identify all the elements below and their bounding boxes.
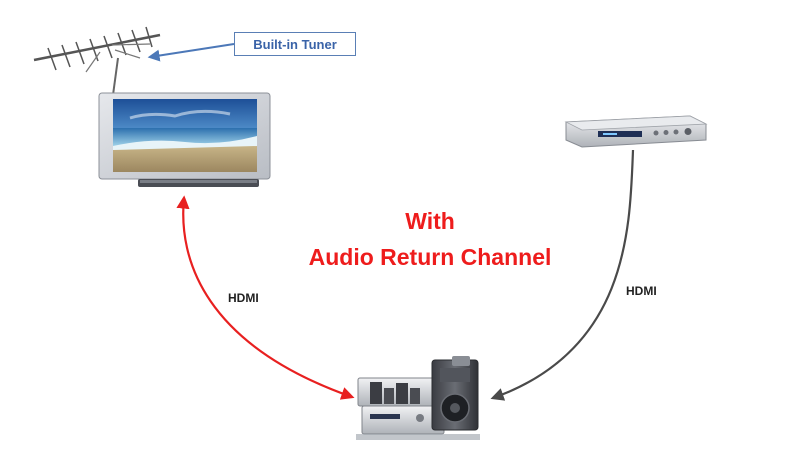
left-hdmi-label: HDMI [228, 291, 259, 305]
built-in-tuner-label: Built-in Tuner [253, 36, 337, 52]
antenna-icon [33, 26, 161, 96]
home-theater-receiver-icon [356, 356, 480, 440]
tuner-callout-arrow [147, 43, 235, 62]
player-hdmi-arrow [490, 149, 635, 401]
title-line-1: With [405, 208, 455, 234]
built-in-tuner-callout: Built-in Tuner [234, 32, 356, 56]
arc-hdmi-arrow [176, 195, 355, 400]
blu-ray-player-icon [564, 115, 708, 148]
right-hdmi-label: HDMI [626, 284, 657, 298]
tv-icon [98, 92, 271, 187]
title-line-2: Audio Return Channel [308, 244, 552, 270]
